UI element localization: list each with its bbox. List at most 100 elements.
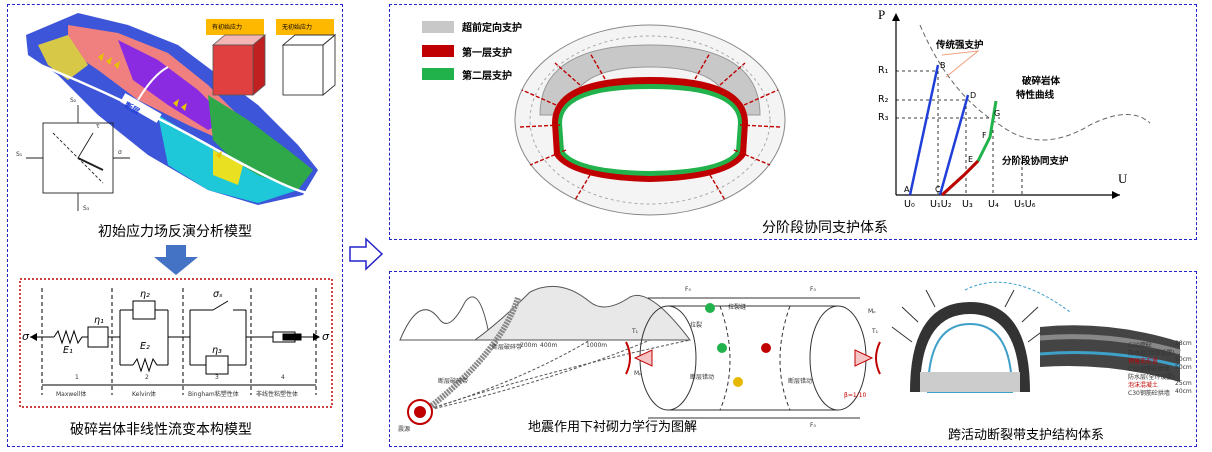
cube-tag-2-text: 无初始应力 (282, 24, 313, 31)
layer-2: 防水层(拱部设置) (1128, 350, 1175, 357)
element-name-4: 非线性粘塑性体 (256, 391, 299, 398)
layer-6: 泡沫混凝土 (1128, 382, 1159, 389)
caption-fault-support: 跨活动断裂带支护结构体系 (948, 428, 1105, 443)
force-arrow-left (633, 349, 653, 367)
layer-1: C20喷砼 (1128, 342, 1152, 349)
element-name-2: Kelvin体 (132, 391, 157, 398)
u0-label: U₀ (904, 199, 915, 210)
layer-3: 预留变形量 (1128, 358, 1159, 365)
dist-200: 200m (520, 342, 538, 349)
label-sigma-right: σ (322, 330, 329, 343)
layer-val-1: 28cm (1175, 340, 1192, 347)
label-eta2: η₂ (140, 289, 150, 300)
legend-swatch-gray (422, 21, 454, 33)
seismic-fault-graphic (399, 281, 1181, 425)
fault-zone-label-2: 断层破碎带 (438, 378, 469, 385)
fault-tunnel-section (891, 281, 1181, 393)
force-f0-2: F₀ (810, 286, 816, 293)
pt-g: G (994, 109, 1001, 118)
initial-stress-model-graphic (19, 13, 337, 408)
pt-e: E (968, 155, 974, 164)
force-f0-3: F₀ (690, 422, 696, 429)
stress-sig: σ (118, 149, 122, 156)
fault-tag (120, 93, 162, 123)
legend-swatch-red (422, 45, 454, 57)
lining-label-4: 断层错动 (788, 378, 813, 385)
pt-a: A (904, 185, 910, 194)
label-staged: 分阶段协同支护 (1002, 156, 1069, 167)
pu-chart (892, 13, 1151, 199)
cube-tag-1 (206, 19, 264, 35)
label-broken-rock: 破碎岩体 (1022, 76, 1061, 87)
burst-green-1 (705, 303, 715, 313)
bottom-right-panel: 断层破碎带 断层破碎带 震源 200m 400m 1000m 拉裂 拉裂缝 断层… (389, 271, 1197, 447)
layer-val-6: 25cm (1175, 380, 1192, 387)
legend-text-second: 第二层支护 (462, 71, 512, 82)
down-arrow-icon (154, 245, 198, 275)
top-right-panel: 超前定向支护 第一层支护 第二层支护 P U R₁ R₂ R₃ U₀ U₁U₂ … (389, 4, 1197, 240)
u5u6-label: U₅U₆ (1014, 199, 1036, 210)
lining-label-2: 拉裂缝 (728, 304, 747, 311)
unstressed-cube (281, 34, 337, 96)
force-t1-1: T₁ (632, 328, 639, 335)
label-e1: E₁ (63, 345, 73, 356)
force-t1-2: T₁ (872, 328, 879, 335)
force-arrow-right (854, 349, 874, 367)
stress-element-diagram (26, 105, 130, 211)
legend-item-second: 第二层支护 (462, 67, 512, 82)
stress-sx: S₁ (16, 151, 23, 158)
layer-val-4: 50cm (1175, 364, 1192, 371)
legend-swatch-green (422, 68, 454, 80)
dist-1000: 1000m (586, 342, 608, 349)
epicenter-label: 震源 (398, 426, 411, 433)
stress-sz: S₃ (83, 205, 90, 212)
pt-b: B (940, 61, 946, 70)
u3-label: U₃ (962, 199, 973, 210)
label-sigma-left: σ (22, 330, 29, 343)
label-eta3: η₃ (212, 345, 222, 356)
label-curve: 特性曲线 (1016, 90, 1055, 101)
burst-red (761, 343, 771, 353)
element-name-3: Bingham粘塑性体 (188, 391, 239, 398)
layer-4: C30钢筋砼拱墙 (1128, 366, 1170, 373)
r2-label: R₂ (878, 94, 889, 105)
force-mp-2: Mₚ (868, 308, 876, 315)
r1-label: R₁ (878, 65, 889, 76)
label-e2: E₂ (140, 341, 150, 352)
fault-zone-label-1: 断层破碎带 (492, 344, 523, 351)
axis-p: P (878, 7, 886, 22)
lining-label-3: 断层错动 (690, 374, 715, 381)
force-f0-4: F₀ (810, 422, 816, 429)
cube-tag-1-text: 有初始应力 (212, 24, 243, 31)
burst-green-2 (717, 343, 727, 353)
layer-7: C30钢筋砼拱墙 (1128, 390, 1170, 397)
label-sigs: σₛ (213, 289, 223, 300)
pt-c: C (935, 185, 941, 194)
caption-rheology-model: 破碎岩体非线性流变本构模型 (70, 422, 252, 438)
legend-item-first: 第一层支护 (462, 44, 512, 59)
arrow-left-icon (30, 333, 37, 341)
stress-tau: τ (96, 123, 100, 130)
lining-cylinder (639, 297, 867, 419)
rheology-frame (19, 278, 333, 408)
caption-initial-stress-model: 初始应力场反演分析模型 (98, 224, 252, 240)
r3-label: R₃ (878, 112, 889, 123)
element-num-4: 4 (281, 374, 285, 381)
u1u2-label: U₁U₂ (930, 199, 952, 210)
layer-5: 防水层(全环设置) (1128, 374, 1175, 381)
cube-tag-2 (276, 19, 334, 35)
label-traditional: 传统强支护 (936, 40, 984, 51)
legend-text-advance: 超前定向支护 (462, 23, 522, 34)
u4-label: U₄ (988, 199, 999, 210)
layer-val-7: 40cm (1175, 388, 1192, 395)
caption-staged-support: 分阶段协同支护体系 (762, 220, 888, 236)
pt-f: F (982, 131, 987, 140)
burst-yellow (733, 377, 743, 387)
stress-sy: S₂ (70, 97, 77, 104)
legend-item-advance: 超前定向支护 (462, 19, 522, 34)
force-f0-1: F₀ (685, 286, 691, 293)
label-eta1: η₁ (94, 315, 104, 326)
stressed-cube (211, 34, 267, 96)
pt-d: D (970, 91, 977, 100)
left-panel: 有初始应力 无初始应力 断层 S₂ S₁ S₃ τ σ 初始应力场反演分析模型 … (7, 4, 343, 447)
